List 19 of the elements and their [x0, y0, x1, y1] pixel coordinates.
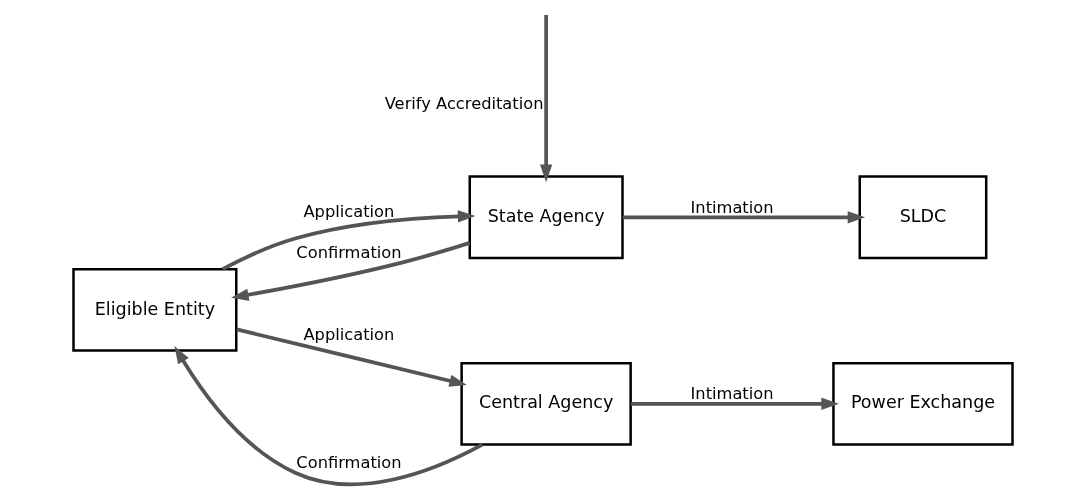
arrow: [622, 210, 865, 223]
edge-label: Verify Accreditation: [384, 93, 543, 113]
edge-label: Confirmation: [295, 242, 402, 262]
edge-label: Intimation: [690, 383, 774, 403]
edge-label: Intimation: [690, 197, 774, 217]
arrow: [235, 327, 467, 387]
edge-label: Application: [303, 201, 394, 221]
arrow: [630, 397, 839, 410]
edge-label: Application: [303, 324, 394, 344]
node-box: SLDC: [858, 174, 987, 259]
arrow: [539, 14, 552, 182]
arrow: [230, 240, 470, 301]
arrow: [173, 345, 483, 486]
node-box: Power Exchange: [831, 361, 1014, 446]
edge-label: Confirmation: [295, 452, 402, 472]
node-box: Central Agency: [459, 361, 632, 446]
arrow: [221, 209, 475, 271]
node-box: State Agency: [468, 174, 624, 259]
node-box: Eligible Entity: [71, 267, 237, 352]
